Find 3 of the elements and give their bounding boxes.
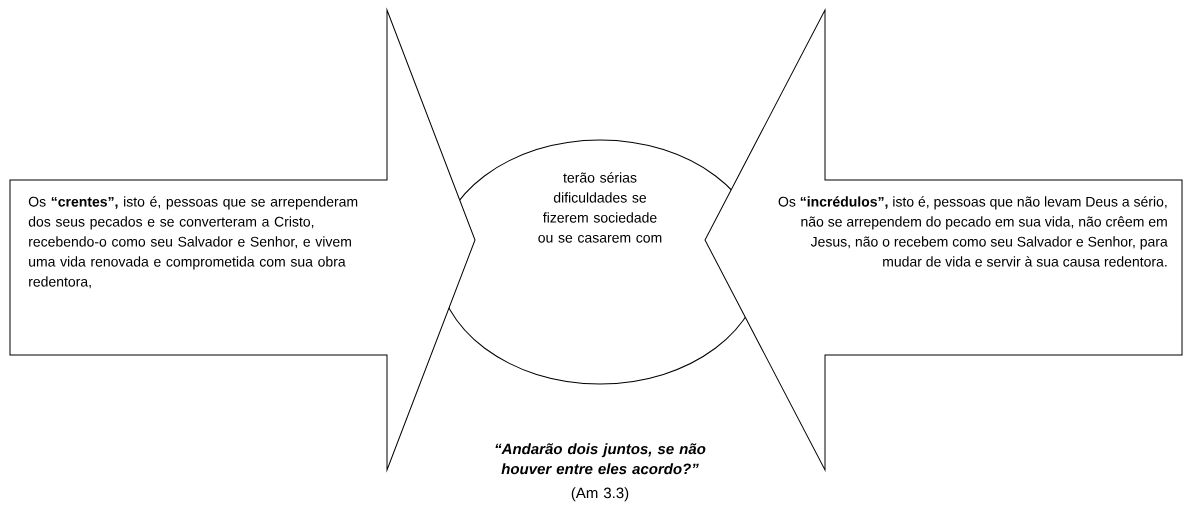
quote-text: “Andarão dois juntos, se não houver entre eles acordo?”: [495, 443, 706, 475]
reference-text: (Am 3.3): [571, 487, 629, 502]
node-label: Os “incrédulos”, isto é, pessoas que não levam Deus a sério, não se arrependem do pecado em sua vida, não crêem em Jesus, não o recebem como seu Salvador e Senhor, para mudar de vida e servir à sua causa redentora.: [778, 196, 1168, 267]
